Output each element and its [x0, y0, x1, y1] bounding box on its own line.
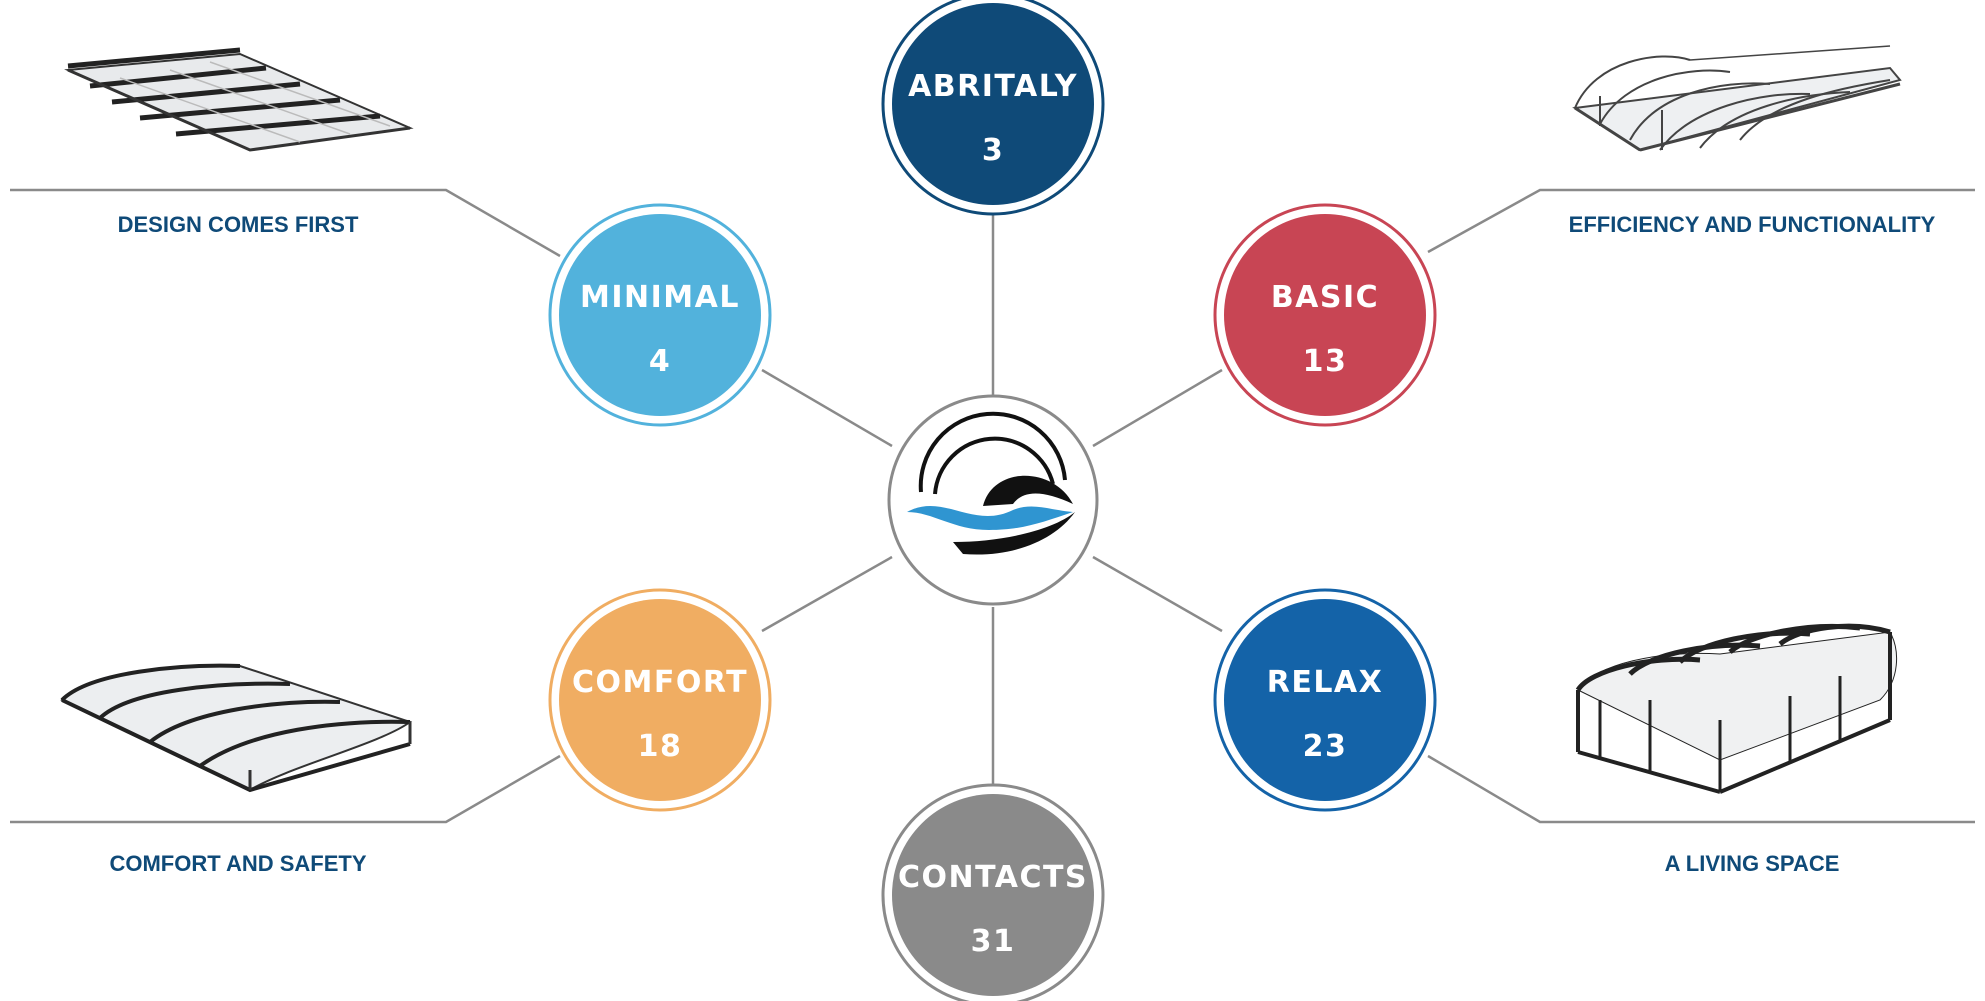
hub-relax-fill [1224, 599, 1426, 801]
hub-relax[interactable]: RELAX 23 [1213, 588, 1437, 812]
hub-contacts-label: CONTACTS [898, 860, 1088, 895]
hub-abritaly-fill [892, 3, 1094, 205]
low-dome-pool-cover-illustration [60, 663, 413, 793]
hub-relax-number: 23 [1303, 729, 1348, 764]
hub-basic-label: BASIC [1271, 280, 1379, 315]
hub-comfort[interactable]: COMFORT 18 [548, 588, 772, 812]
hub-minimal-fill [559, 214, 761, 416]
hub-comfort-label: COMFORT [572, 665, 748, 700]
connector-relax [1092, 555, 1223, 633]
connector-minimal [761, 368, 893, 448]
leader-top-right [1427, 188, 1975, 254]
hub-minimal-number: 4 [649, 344, 671, 379]
hub-basic[interactable]: BASIC 13 [1213, 203, 1437, 427]
leader-bottom-right [1427, 754, 1975, 824]
caption-a-living-space: A LIVING SPACE [1665, 851, 1840, 876]
center-logo[interactable] [887, 394, 1099, 606]
connector-basic [1092, 368, 1223, 448]
hub-comfort-number: 18 [638, 729, 683, 764]
hub-abritaly-number: 3 [982, 133, 1004, 168]
hub-abritaly[interactable]: ABRITALY 3 [881, 0, 1105, 216]
caption-comfort-and-safety: COMFORT AND SAFETY [109, 851, 366, 876]
hub-abritaly-label: ABRITALY [908, 69, 1078, 104]
hub-contacts-fill [892, 794, 1094, 996]
hub-minimal[interactable]: MINIMAL 4 [548, 203, 772, 427]
arched-pool-enclosure-illustration [1572, 45, 1902, 152]
hub-relax-label: RELAX [1267, 665, 1384, 700]
connector-comfort [761, 555, 893, 633]
hub-basic-fill [1224, 214, 1426, 416]
connector-lines [10, 188, 1975, 824]
hub-contacts[interactable]: CONTACTS 31 [881, 783, 1105, 1001]
hub-minimal-label: MINIMAL [580, 280, 740, 315]
caption-design-comes-first: DESIGN COMES FIRST [118, 212, 359, 237]
caption-efficiency-and-functionality: EFFICIENCY AND FUNCTIONALITY [1569, 212, 1936, 237]
leader-bottom-left [10, 754, 561, 824]
hub-basic-number: 13 [1303, 344, 1348, 379]
pool-cover-logo-icon [907, 411, 1075, 555]
high-walk-in-pool-enclosure-illustration [1575, 623, 1898, 794]
hub-comfort-fill [559, 599, 761, 801]
telescopic-low-pool-cover-illustration [64, 47, 414, 152]
hub-contacts-number: 31 [971, 924, 1016, 959]
leader-top-left [10, 188, 561, 258]
